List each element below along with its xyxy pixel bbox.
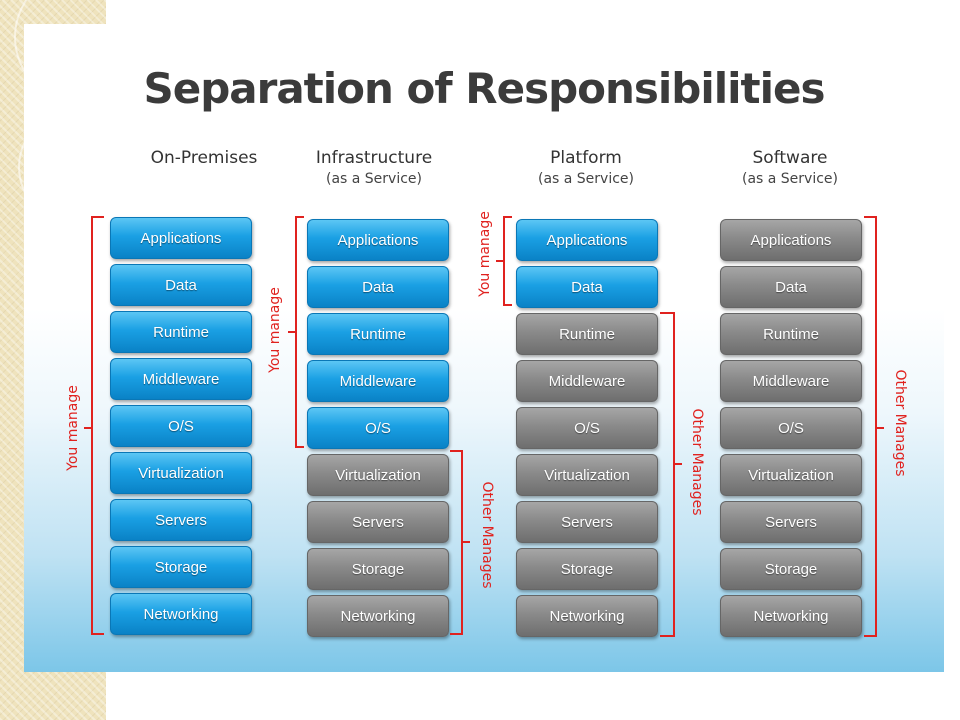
- layer-tile: Runtime: [110, 311, 252, 353]
- layer-tile: Applications: [720, 219, 862, 261]
- column-heading-text: Infrastructure: [315, 148, 433, 168]
- layer-tile: Networking: [516, 595, 658, 637]
- layer-tile: Runtime: [516, 313, 658, 355]
- layer-tile: Data: [307, 266, 449, 308]
- layer-tile: O/S: [110, 405, 252, 447]
- layer-tile: Data: [516, 266, 658, 308]
- layer-tile: Storage: [110, 546, 252, 588]
- layer-tile: Networking: [110, 593, 252, 635]
- label-other-manages-iaas: Other Manages: [479, 481, 495, 589]
- layer-tile: Runtime: [307, 313, 449, 355]
- layer-tile: Storage: [720, 548, 862, 590]
- layer-tile: Networking: [307, 595, 449, 637]
- layer-tile: O/S: [516, 407, 658, 449]
- label-other-manages-paas: Other Manages: [689, 408, 705, 516]
- layer-tile: Virtualization: [516, 454, 658, 496]
- column-subheading-text: (as a Service): [537, 171, 635, 187]
- layer-tile: Storage: [307, 548, 449, 590]
- layer-tile: Middleware: [720, 360, 862, 402]
- column-heading-iaas: Infrastructure (as a Service): [284, 147, 464, 189]
- layer-tile: Servers: [307, 501, 449, 543]
- layer-tile: Networking: [720, 595, 862, 637]
- label-you-manage-paas: You manage: [477, 211, 493, 297]
- layer-tile: Runtime: [720, 313, 862, 355]
- layer-tile: Applications: [516, 219, 658, 261]
- layer-tile: Middleware: [307, 360, 449, 402]
- layer-tile: Applications: [307, 219, 449, 261]
- layer-tile: Servers: [720, 501, 862, 543]
- layer-tile: Virtualization: [110, 452, 252, 494]
- layer-tile: Middleware: [110, 358, 252, 400]
- column-heading-text: Platform: [550, 148, 622, 168]
- slide-title: Separation of Responsibilities: [143, 64, 825, 113]
- layer-tile: Data: [110, 264, 252, 306]
- layer-tile: Middleware: [516, 360, 658, 402]
- layer-tile: Storage: [516, 548, 658, 590]
- layer-tile: Virtualization: [307, 454, 449, 496]
- column-heading-on-premises: On-Premises: [114, 147, 294, 169]
- layer-tile: Applications: [110, 217, 252, 259]
- column-subheading-text: (as a Service): [741, 171, 839, 187]
- layer-tile: Data: [720, 266, 862, 308]
- label-you-manage-on-premises: You manage: [65, 385, 81, 471]
- column-heading-saas: Software (as a Service): [700, 147, 880, 189]
- layer-tile: O/S: [720, 407, 862, 449]
- layer-tile: Virtualization: [720, 454, 862, 496]
- column-heading-text: On-Premises: [150, 148, 258, 168]
- layer-tile: Servers: [516, 501, 658, 543]
- label-you-manage-iaas: You manage: [267, 287, 283, 373]
- column-subheading-text: (as a Service): [325, 171, 423, 187]
- layer-tile: Servers: [110, 499, 252, 541]
- label-other-manages-saas: Other Manages: [892, 369, 908, 477]
- layer-tile: O/S: [307, 407, 449, 449]
- column-heading-paas: Platform (as a Service): [496, 147, 676, 189]
- column-heading-text: Software: [752, 148, 828, 168]
